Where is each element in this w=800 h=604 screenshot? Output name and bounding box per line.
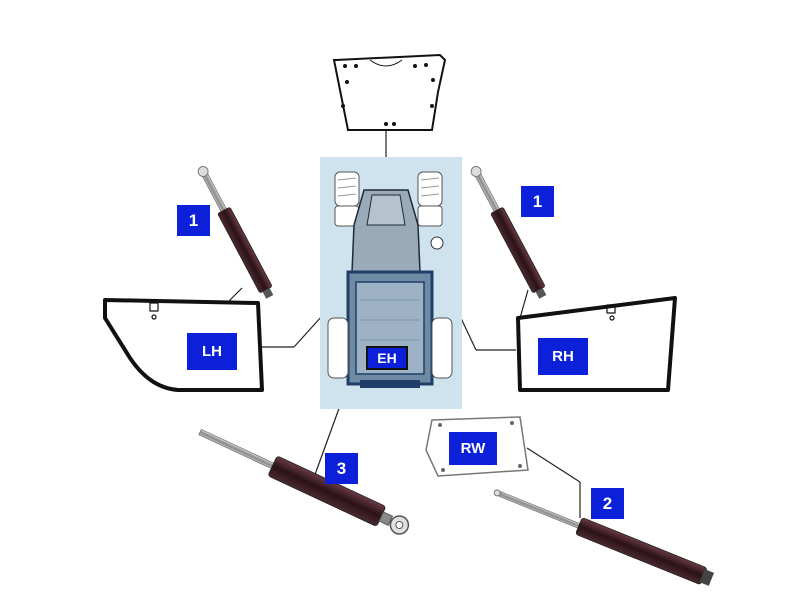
gas-strut-hatch	[198, 428, 410, 535]
leader-lh-b	[293, 315, 323, 348]
tractor-top-view	[320, 157, 462, 409]
callout-1-left: 1	[177, 205, 210, 236]
label-lh: LH	[187, 333, 237, 370]
gas-strut-rear	[493, 489, 715, 586]
label-rh: RH	[538, 338, 588, 375]
label-rw: RW	[449, 432, 497, 465]
callout-1-right: 1	[521, 186, 554, 217]
gas-strut-right	[470, 165, 547, 299]
callout-2: 2	[591, 488, 624, 519]
door-panel-left	[103, 298, 264, 392]
label-eh: EH	[366, 346, 408, 370]
roof-panel	[332, 53, 447, 131]
leader-rh-strut	[519, 289, 529, 319]
leader-rh-b	[459, 315, 477, 351]
leader-rw-c	[526, 447, 581, 483]
callout-3: 3	[325, 453, 358, 484]
gas-strut-left	[197, 165, 274, 299]
